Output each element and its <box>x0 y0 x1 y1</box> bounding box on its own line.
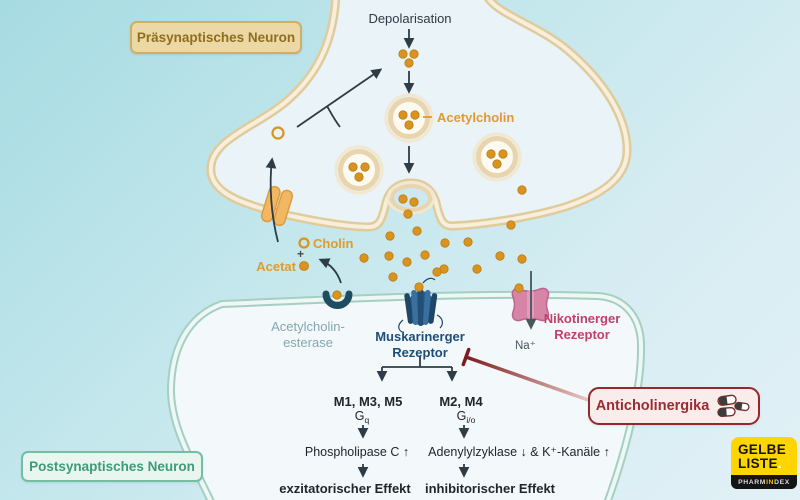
anticholinergics-tag: Anticholinergika <box>588 387 760 425</box>
fusing-vesicle <box>386 181 436 215</box>
excitatory-effect-label: exzitatorischer Effekt <box>279 481 411 496</box>
process-arrows <box>265 29 470 478</box>
logo-line1: GELBE <box>738 442 787 457</box>
choline-label: Cholin <box>313 236 354 251</box>
vesicle <box>336 147 382 193</box>
vesicle <box>386 95 432 141</box>
adenylyl-cyclase-label: Adenylylzyklase ↓ & K⁺-Kanäle ↑ <box>428 445 610 459</box>
gelbe-liste-logo: GELBE LISTE. PHARMINDEX <box>731 437 797 490</box>
pills-icon <box>717 394 750 418</box>
acetylcholinesterase-icon <box>322 290 353 309</box>
sodium-label: Na⁺ <box>515 340 536 352</box>
postsynaptic-neuron-tag: Postsynaptisches Neuron <box>21 451 203 482</box>
depolarisation-label: Depolarisation <box>368 11 452 26</box>
choline-molecule-icon <box>271 126 285 140</box>
esterase-label: Acetylcholin- esterase <box>271 319 345 351</box>
logo-line2: LISTE. <box>738 456 782 472</box>
muscarinic-receptor-label: Muskarinerger Rezeptor <box>375 329 465 361</box>
muscarinic-receptor-icon <box>398 277 443 333</box>
plus-sign: + <box>297 247 305 261</box>
logo-tagline: PHARMINDEX <box>731 475 797 490</box>
acetate-label: Acetat <box>256 259 296 274</box>
nicotinic-receptor-label: Nikotinerger Rezeptor <box>543 311 621 343</box>
phospholipase-label: Phospholipase C ↑ <box>304 445 410 459</box>
acetylcholine-label: Acetylcholin <box>437 110 515 125</box>
m135-label: M1, M3, M5 <box>333 394 403 409</box>
acetate-bullet-icon <box>299 261 309 271</box>
gio-label: Gi/o <box>456 409 476 425</box>
choline-bullet-icon <box>298 237 310 249</box>
m24-label: M2, M4 <box>439 394 483 409</box>
vesicle <box>474 134 520 180</box>
inhibitory-effect-label: inhibitorischer Effekt <box>424 481 556 496</box>
gq-label: Gq <box>354 409 370 425</box>
inhibition-line <box>461 347 592 403</box>
presynaptic-neuron-tag: Präsynaptisches Neuron <box>130 21 302 54</box>
